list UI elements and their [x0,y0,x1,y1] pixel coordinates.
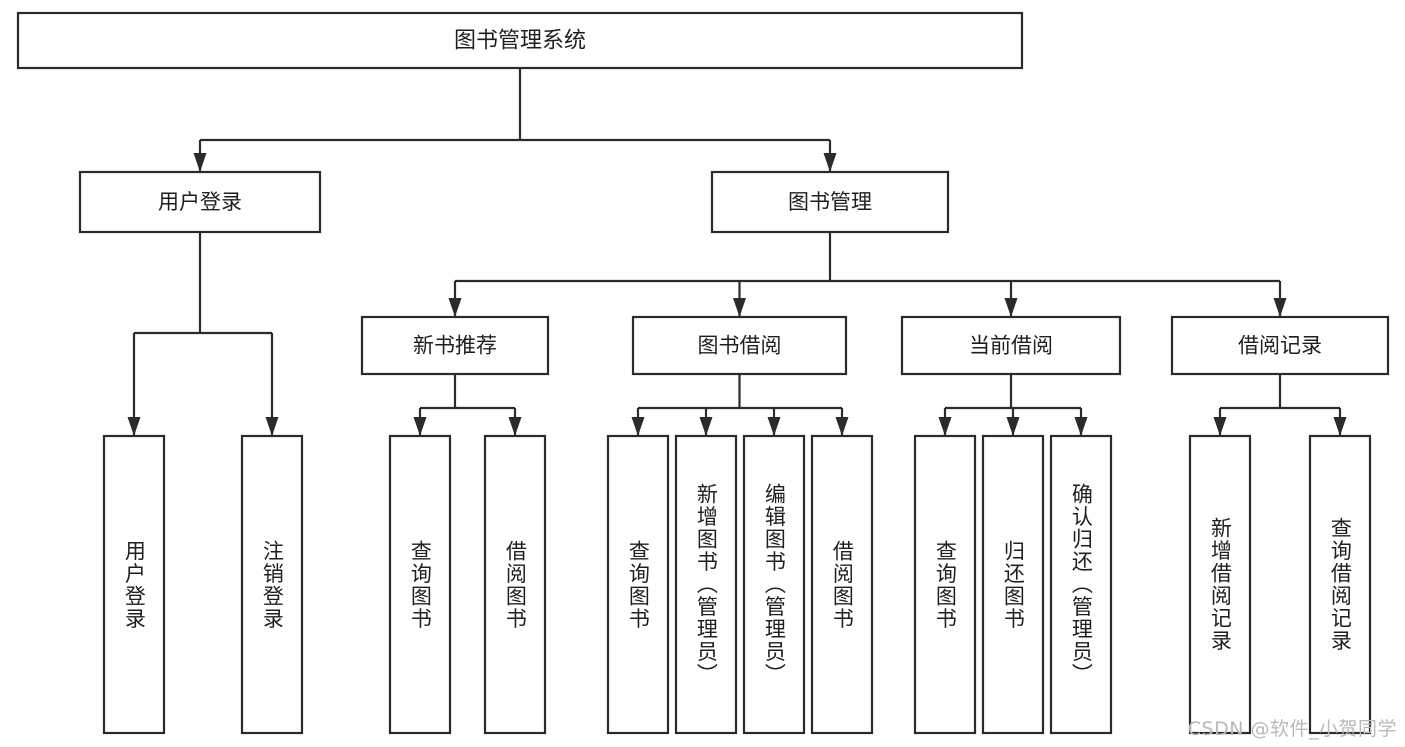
arrow-head-icon [1333,417,1347,436]
node-box-leaf-borrow-book-2[interactable] [810,434,874,735]
arrow-head-icon [938,417,952,436]
arrow-head-icon [127,417,141,436]
node-box-leaf-borrow-book-1[interactable] [483,434,547,735]
arrow-head-icon [767,417,781,436]
connector-layer [127,68,1347,436]
node-box-user-login[interactable] [78,170,322,234]
node-box-leaf-query-record[interactable] [1308,434,1372,735]
arrow-head-icon [733,298,746,317]
node-label-user-login: 用户登录 [158,190,242,214]
node-box-current-borrow[interactable] [900,315,1122,376]
node-label-root: 图书管理系统 [454,29,586,54]
node-box-leaf-add-record[interactable] [1188,434,1252,735]
node-box-leaf-return-book[interactable] [981,434,1045,735]
arrow-head-icon [413,417,427,436]
arrow-head-icon [631,417,645,436]
arrow-head-icon [265,417,279,436]
node-label-current-borrow: 当前借阅 [969,334,1053,358]
node-box-leaf-query-book-1[interactable] [388,434,452,735]
node-box-leaf-add-book[interactable] [674,434,738,735]
node-box-book-manage[interactable] [710,170,950,234]
node-label-book-borrow: 图书借阅 [698,334,782,358]
arrow-head-icon [1006,417,1020,436]
node-box-borrow-record[interactable] [1170,315,1390,376]
watermark-text: CSDN @软件_小贺同学 [1187,718,1397,740]
node-box-leaf-edit-book[interactable] [742,434,806,735]
node-box-leaf-query-book-2[interactable] [606,434,670,735]
node-box-leaf-user-login[interactable] [102,434,166,735]
node-box-leaf-query-book-3[interactable] [913,434,977,735]
node-label-new-book-rec: 新书推荐 [413,334,497,358]
node-box-leaf-confirm-return[interactable] [1049,434,1113,735]
node-box-new-book-rec[interactable] [360,315,550,376]
arrow-head-icon [699,417,713,436]
arrow-head-icon [508,417,522,436]
node-box-book-borrow[interactable] [631,315,848,376]
node-box-layer [16,11,1390,735]
node-box-leaf-user-logout[interactable] [240,434,304,735]
arrow-head-icon [823,153,837,172]
node-label-borrow-record: 借阅记录 [1238,334,1322,358]
arrow-head-icon [835,417,849,436]
arrow-head-icon [1213,417,1227,436]
node-label-book-manage: 图书管理 [788,190,872,214]
arrow-head-icon [193,153,207,172]
arrow-head-icon [1004,298,1018,317]
arrow-head-icon [448,298,462,317]
node-box-root[interactable] [16,11,1024,70]
arrow-head-icon [1074,417,1088,436]
arrow-head-icon [1273,298,1287,317]
